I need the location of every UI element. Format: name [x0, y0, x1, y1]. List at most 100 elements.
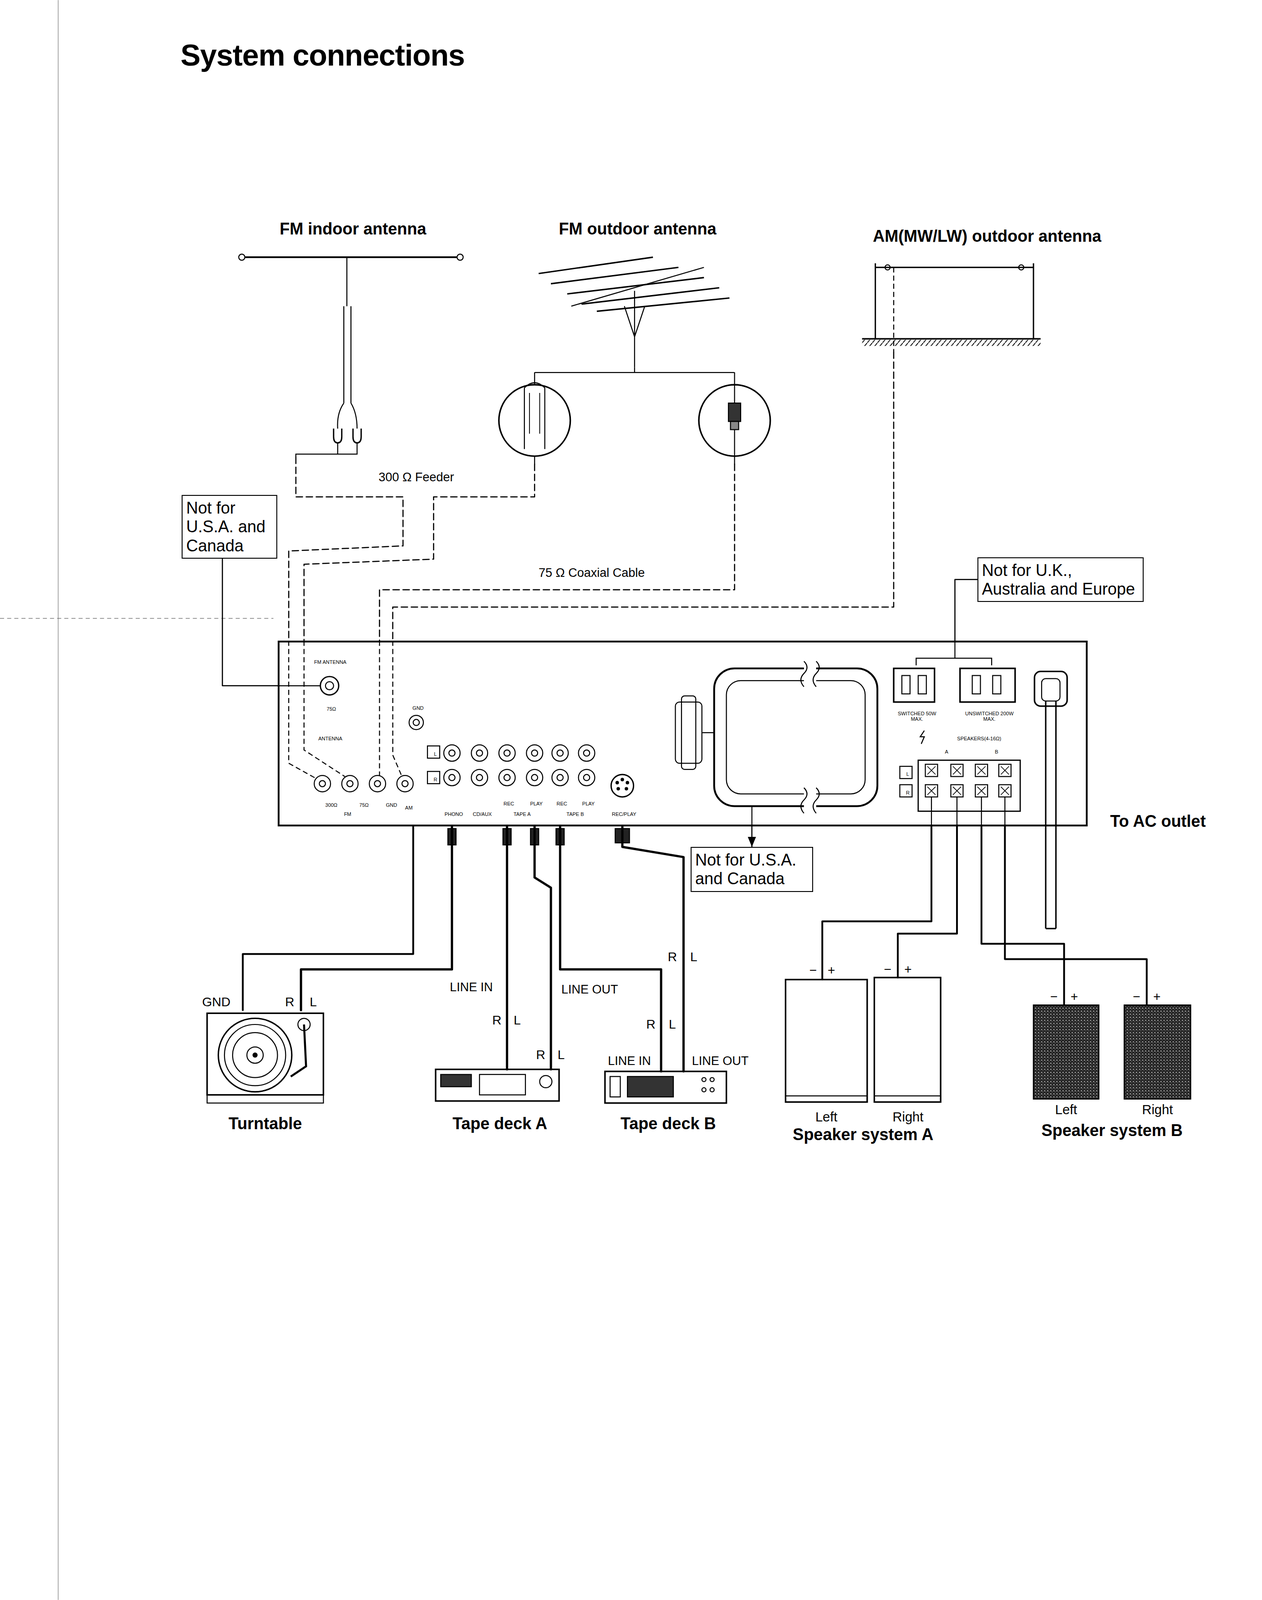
speaker: Left [783, 979, 870, 1125]
connector-path [288, 457, 403, 641]
panel-label: R [432, 776, 438, 783]
note-text: Not for U.S.A. and Canada [186, 498, 274, 555]
label: + [1070, 989, 1079, 1004]
label: − [1050, 989, 1058, 1004]
panel-label: 75Ω [326, 706, 337, 712]
receiver-rear-panel: FM ANTENNA75ΩANTENNA300Ω75ΩGNDFMAMGNDLRP… [277, 640, 1088, 827]
cable [300, 826, 453, 1010]
connector-path [559, 826, 662, 1072]
label: − [809, 963, 817, 978]
panel-label: PLAY [581, 800, 596, 807]
antenna: AM(MW/LW) outdoor antenna [846, 226, 1128, 353]
note-box: Not for U.S.A. and Canada [690, 846, 814, 892]
panel-label: AM [404, 804, 414, 811]
cable-label: LINE IN [447, 980, 495, 995]
cable [242, 826, 413, 1010]
label: L [513, 1012, 521, 1028]
connector-path [379, 464, 735, 642]
connector-path [505, 826, 509, 1069]
cable [981, 826, 1065, 1005]
cable-label: LINE OUT [559, 982, 621, 997]
cable [1004, 826, 1147, 1005]
antenna-lead [379, 464, 735, 642]
speaker-caption: Right [892, 1109, 924, 1125]
title: System connections [180, 37, 465, 73]
arrowhead [748, 836, 757, 847]
panel-label: TAPE A [513, 811, 532, 817]
cable [559, 826, 662, 1072]
cable [897, 826, 957, 978]
note-text: Not for U.S.A. and Canada [695, 850, 809, 889]
connector-path [242, 826, 413, 1010]
label: L [309, 994, 317, 1009]
label: + [827, 963, 835, 978]
panel-label: 75Ω [358, 802, 369, 808]
device-caption: Turntable [228, 1114, 302, 1133]
cable [822, 826, 932, 980]
tape-deck: Tape deck A [428, 1069, 572, 1133]
connector-path [222, 558, 278, 686]
cable [506, 826, 508, 1069]
speaker-caption: Left [815, 1109, 838, 1125]
note-box: Not for U.S.A. and Canada [181, 494, 278, 559]
antenna-lead [392, 351, 894, 641]
label: L [690, 950, 698, 965]
panel-label: B [994, 748, 999, 755]
antenna-lead [304, 464, 535, 642]
label: R [492, 1012, 502, 1028]
connector-path [1004, 826, 1147, 1005]
leader-line [748, 826, 757, 847]
label: R [667, 950, 677, 965]
panel-label: FM [343, 811, 352, 817]
connector-path [300, 826, 453, 1010]
leader-line [222, 558, 278, 686]
label: − [883, 961, 891, 977]
label: L [557, 1048, 565, 1063]
speaker: Left [1030, 1004, 1102, 1118]
cable [622, 826, 684, 1072]
speaker: Right [1121, 1004, 1194, 1118]
cable [534, 826, 551, 1069]
label: + [904, 961, 912, 977]
cable-label: 75 Ω Coaxial Cable [536, 566, 647, 581]
panel-label: TAPE B [565, 811, 585, 817]
heading: FM indoor antenna [279, 219, 427, 239]
connector-path [822, 826, 932, 980]
note-text: Not for U.K., Australia and Europe [982, 560, 1140, 599]
tape-deck: Tape deck B [596, 1071, 740, 1133]
leader-line [955, 579, 978, 642]
panel-label: ANTENNA [317, 735, 343, 742]
panel-label: UNSWITCHED 200W MAX. [963, 710, 1016, 722]
connector-path [534, 826, 551, 1069]
panel-label: CD/AUX [472, 811, 493, 817]
panel-label: PLAY [529, 800, 544, 807]
antenna-lead [288, 457, 403, 641]
connector-path [955, 579, 978, 642]
label: R [536, 1048, 546, 1063]
connector-path [392, 351, 894, 641]
connector-path [622, 826, 684, 1072]
connector-path [897, 826, 957, 978]
label: − [1132, 989, 1140, 1004]
antenna: FM indoor antenna [236, 219, 470, 458]
label: + [1153, 989, 1161, 1004]
panel-label: PHONO [444, 811, 464, 817]
device-caption: Tape deck A [452, 1114, 548, 1133]
panel-label: SPEAKERS(4-16Ω) [956, 735, 1002, 742]
label: R [646, 1017, 656, 1032]
label: To AC outlet [1109, 812, 1206, 831]
connector-path [981, 826, 1065, 1005]
cable-label: LINE OUT [690, 1054, 751, 1069]
label: Speaker system B [1041, 1121, 1183, 1140]
speaker-caption: Left [1055, 1102, 1078, 1118]
panel-label: GND [412, 705, 424, 711]
panel-label: L [433, 751, 438, 757]
label: GND [202, 994, 231, 1009]
panel-label: L [905, 771, 910, 777]
panel-label: REC/PLAY [611, 811, 637, 817]
panel-label: SWITCHED 50W MAX. [895, 710, 938, 722]
label: Speaker system A [792, 1125, 934, 1144]
antenna: FM outdoor antenna [494, 219, 781, 465]
speaker: Right [872, 977, 944, 1125]
